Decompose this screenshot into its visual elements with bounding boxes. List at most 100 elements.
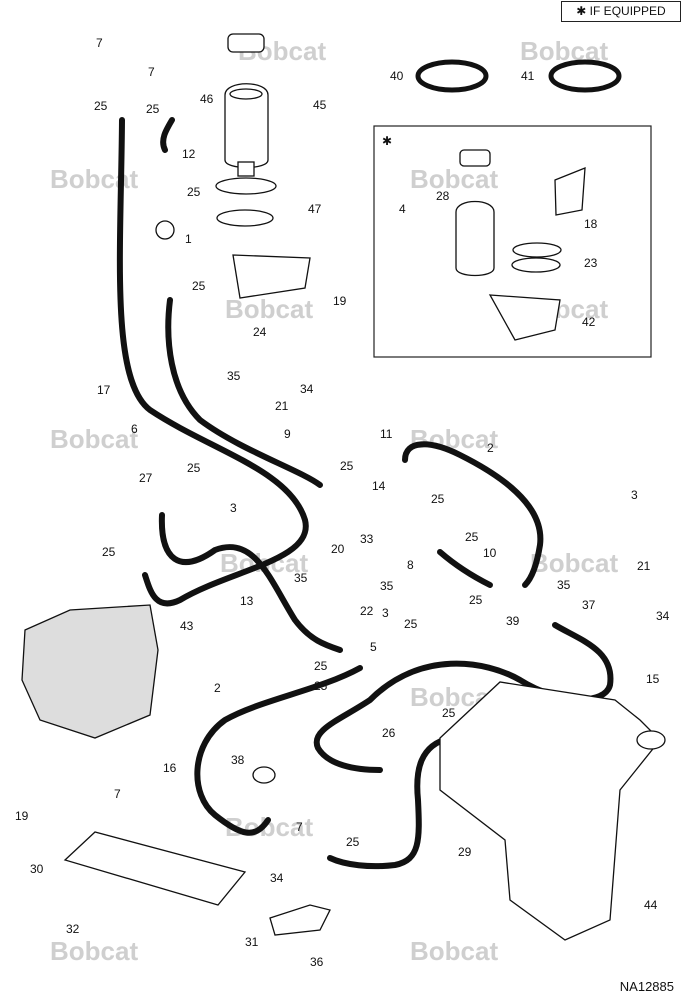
callout-25: 25 [314, 659, 328, 673]
bobcat-watermark: Bobcat [410, 936, 498, 966]
callout-29: 29 [458, 845, 472, 859]
callout-40: 40 [390, 69, 404, 83]
callout-7: 7 [296, 820, 303, 834]
callout-45: 45 [313, 98, 327, 112]
callout-18: 18 [584, 217, 598, 231]
callout-34: 34 [300, 382, 314, 396]
callout-43: 43 [180, 619, 194, 633]
callout-25: 25 [187, 461, 201, 475]
callout-19: 19 [333, 294, 347, 308]
hose-15 [313, 622, 614, 773]
bobcat-watermark: Bobcat [50, 936, 138, 966]
if-equipped-inset-box [373, 125, 652, 358]
if-equipped-legend: ✱ IF EQUIPPED [561, 1, 681, 22]
inset-marker: ✱ [382, 134, 392, 148]
bobcat-watermark: Bobcat [50, 164, 138, 194]
callout-39: 39 [506, 614, 520, 628]
hose-12 [160, 117, 175, 153]
fuel-tank [439, 681, 661, 941]
callout-25: 25 [192, 279, 206, 293]
callout-21: 21 [637, 559, 651, 573]
callout-28: 28 [436, 189, 450, 203]
callout-11: 11 [380, 427, 393, 441]
callout-12: 12 [182, 147, 196, 161]
hose-coil-39 [415, 59, 489, 93]
fuel-filter-assembly [215, 33, 311, 299]
callout-35: 35 [294, 571, 308, 585]
callout-25: 25 [187, 185, 201, 199]
callout-labels: 1223334567777891011121314151617181919202… [15, 36, 670, 969]
bobcat-watermark: Bobcat [225, 812, 313, 842]
callout-25: 25 [465, 530, 479, 544]
callout-25: 25 [94, 99, 108, 113]
bobcat-watermark: Bobcat [225, 294, 313, 324]
callout-17: 17 [97, 383, 111, 397]
callout-41: 41 [521, 69, 535, 83]
hose-17 [116, 117, 309, 607]
callout-38: 38 [231, 753, 245, 767]
callout-7: 7 [114, 787, 121, 801]
callout-34: 34 [656, 609, 670, 623]
bobcat-watermark: Bobcat [50, 424, 138, 454]
callout-27: 27 [139, 471, 153, 485]
callout-4: 4 [399, 202, 406, 216]
callout-25: 25 [404, 617, 418, 631]
callout-21: 21 [275, 399, 289, 413]
callout-25: 25 [469, 593, 483, 607]
components [21, 33, 666, 941]
hose-10 [437, 549, 493, 588]
callout-2: 2 [214, 681, 221, 695]
hose-11 [402, 441, 544, 588]
callout-47: 47 [308, 202, 322, 216]
engine-block [21, 604, 159, 739]
callout-34: 34 [270, 871, 284, 885]
grommet-37 [252, 766, 276, 784]
callout-25: 25 [431, 492, 445, 506]
callout-32: 32 [66, 922, 80, 936]
callout-3: 3 [631, 488, 638, 502]
callout-3: 3 [382, 606, 389, 620]
callout-25: 25 [340, 459, 354, 473]
hose-13 [158, 512, 343, 653]
callout-23: 23 [584, 256, 598, 270]
callout-20: 20 [331, 542, 345, 556]
callout-26: 26 [382, 726, 396, 740]
hose-coil-40 [548, 59, 622, 93]
callout-5: 5 [370, 640, 377, 654]
callout-33: 33 [360, 532, 374, 546]
callout-25: 25 [146, 102, 160, 116]
fuel-hoses [116, 117, 614, 870]
callout-13: 13 [240, 594, 254, 608]
callout-25: 25 [442, 706, 456, 720]
hose-9 [165, 297, 323, 488]
callout-35: 35 [227, 369, 241, 383]
inset-fuel-filter [455, 149, 586, 341]
callout-15: 15 [646, 672, 660, 686]
callout-31: 31 [245, 935, 259, 949]
callout-35: 35 [380, 579, 394, 593]
callout-7: 7 [96, 36, 103, 50]
callout-36: 36 [310, 955, 324, 969]
callout-1: 1 [185, 232, 192, 246]
callout-35: 35 [557, 578, 571, 592]
callout-2: 2 [487, 441, 494, 455]
hose-16 [194, 665, 363, 836]
bobcat-watermark: Bobcat [410, 164, 498, 194]
bracket-31 [269, 904, 331, 936]
callout-7: 7 [148, 65, 155, 79]
callout-44: 44 [644, 898, 658, 912]
callout-30: 30 [30, 862, 44, 876]
callout-16: 16 [163, 761, 177, 775]
callout-24: 24 [253, 325, 267, 339]
callout-14: 14 [372, 479, 386, 493]
bobcat-watermark: Bobcat [530, 548, 618, 578]
callout-3: 3 [230, 501, 237, 515]
callout-6: 6 [131, 422, 138, 436]
oil-cooler [63, 831, 247, 906]
callout-22: 22 [360, 604, 374, 618]
callout-9: 9 [284, 427, 291, 441]
callout-19: 19 [15, 809, 29, 823]
callout-10: 10 [483, 546, 497, 560]
